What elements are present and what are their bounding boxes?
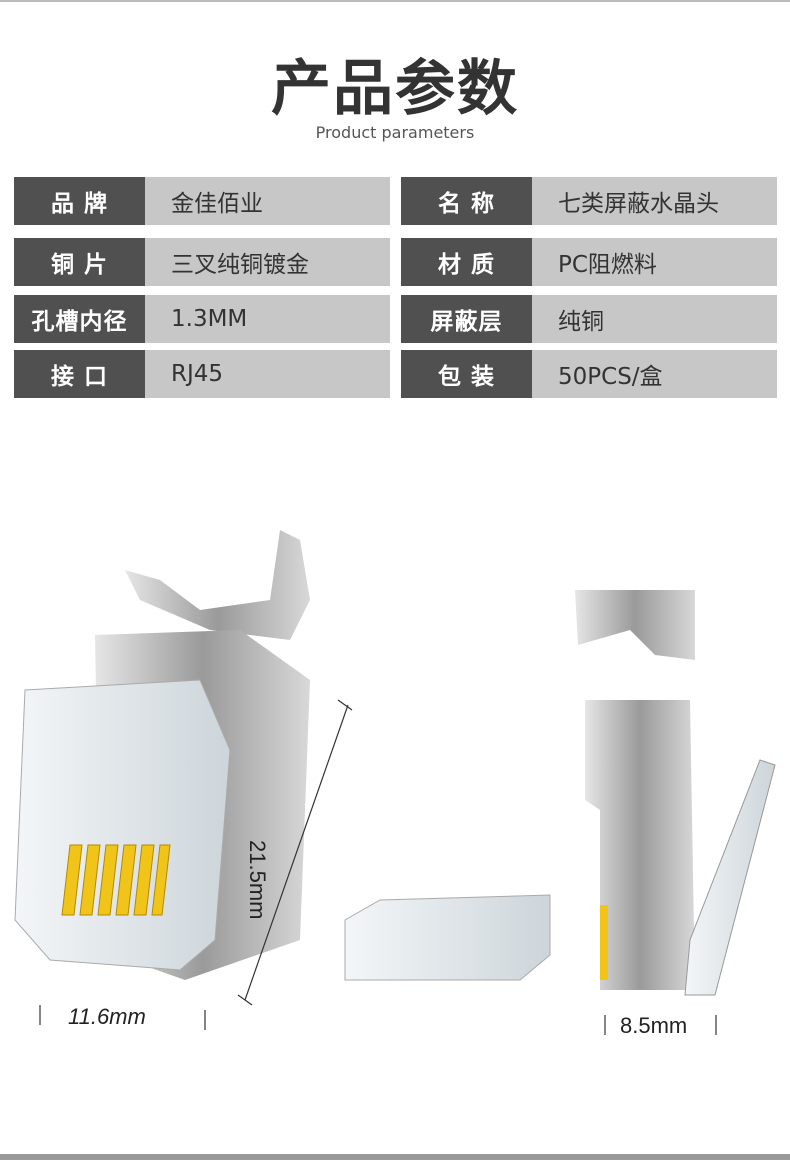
param-value: RJ45 <box>145 350 390 398</box>
clear-insert <box>344 894 551 981</box>
param-label: 接 口 <box>14 350 145 398</box>
param-label: 屏蔽层 <box>401 295 532 343</box>
product-illustration <box>14 530 776 1035</box>
shielded-connector-angled <box>14 530 310 980</box>
height-dimension-label: 21.5mm <box>245 840 270 920</box>
param-value: 50PCS/盒 <box>532 350 777 398</box>
param-row: 名 称七类屏蔽水晶头 <box>401 177 777 225</box>
param-label: 品 牌 <box>14 177 145 225</box>
depth-dimension-label: 8.5mm <box>620 1013 688 1038</box>
width-dimension-label: 11.6mm <box>68 1004 146 1029</box>
param-row: 屏蔽层纯铜 <box>401 295 777 343</box>
page-title: 产品参数 <box>271 54 519 124</box>
param-label: 材 质 <box>401 238 532 286</box>
shielded-connector-side <box>575 590 776 996</box>
param-row: 品 牌金佳佰业 <box>14 177 390 225</box>
dimension-lines <box>39 699 717 1035</box>
bottom-divider <box>0 1154 790 1160</box>
top-divider <box>0 0 790 2</box>
param-label: 包 装 <box>401 350 532 398</box>
param-value: 纯铜 <box>532 295 777 343</box>
param-row: 铜 片三叉纯铜镀金 <box>14 238 390 286</box>
param-label: 孔槽内径 <box>14 295 145 343</box>
param-value: 1.3MM <box>145 295 390 343</box>
param-label: 名 称 <box>401 177 532 225</box>
page-subtitle: Product parameters <box>315 123 475 142</box>
param-value: 金佳佰业 <box>145 177 390 225</box>
param-value: PC阻燃料 <box>532 238 777 286</box>
param-label: 铜 片 <box>14 238 145 286</box>
param-value: 七类屏蔽水晶头 <box>532 177 777 225</box>
param-value: 三叉纯铜镀金 <box>145 238 390 286</box>
